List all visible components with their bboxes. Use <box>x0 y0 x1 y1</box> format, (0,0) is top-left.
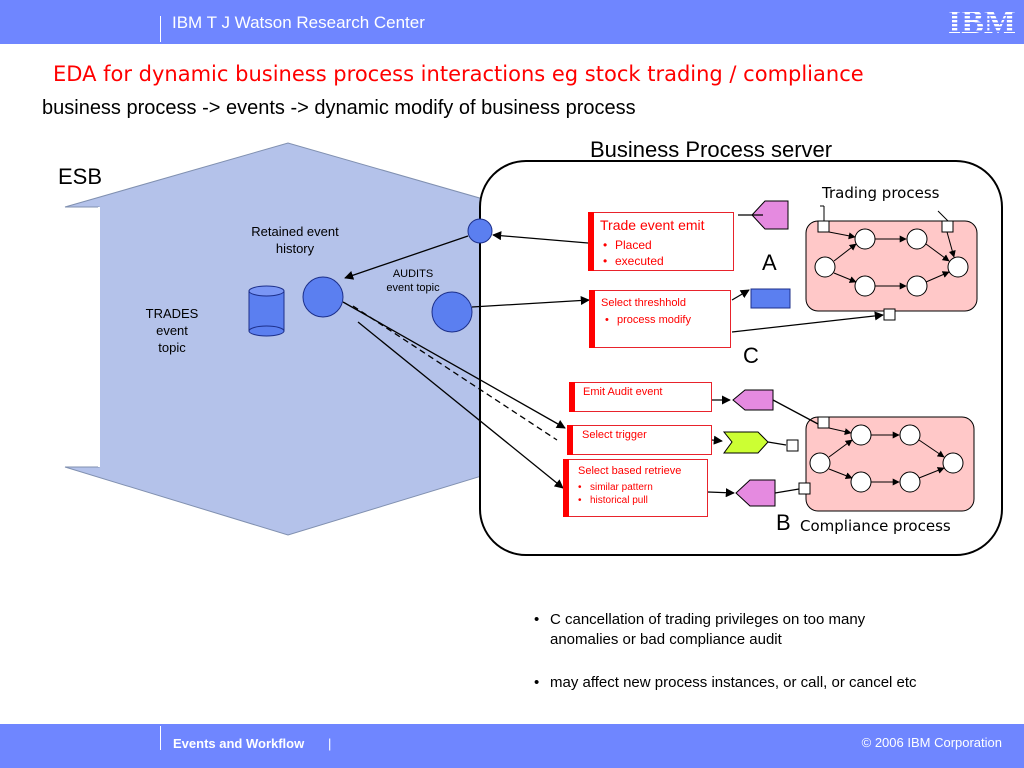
list-item: similar pattern <box>578 481 653 494</box>
retained-history-label: Retained event history <box>251 224 339 256</box>
esb-label: ESB <box>58 164 103 189</box>
bps-title: Business Process server <box>590 137 833 162</box>
retained-history-cylinder <box>248 285 285 337</box>
retrieve-event-shape <box>735 479 776 507</box>
header-bar: IBM T J Watson Research Center IBM <box>0 0 1024 44</box>
trade-event-shape <box>751 200 789 230</box>
list-item: process modify <box>605 313 691 327</box>
footer-divider <box>160 726 161 750</box>
select-retrieve-title: Select based retrieve <box>578 465 682 477</box>
emit-audit-title: Emit Audit event <box>583 386 663 398</box>
trading-process-label: Trading process <box>822 184 940 202</box>
compliance-process-label: Compliance process <box>800 517 951 535</box>
footer-bar: Events and Workflow | © 2006 IBM Corpora… <box>0 724 1024 768</box>
slide-title: EDA for dynamic business process interac… <box>53 62 864 86</box>
label-a: A <box>762 250 777 275</box>
list-item: Placed <box>603 237 664 253</box>
audits-topic-label: AUDITS event topic <box>386 268 440 294</box>
label-c: C <box>743 343 759 368</box>
list-item: historical pull <box>578 494 653 507</box>
trades-topic-node <box>302 276 344 318</box>
header-divider <box>160 16 161 42</box>
select-trigger-title: Select trigger <box>582 429 647 441</box>
list-item: executed <box>603 253 664 269</box>
footer-copyright: © 2006 IBM Corporation <box>861 735 1002 750</box>
audits-topic-node <box>431 291 473 333</box>
select-trigger-box: Select trigger <box>567 425 712 455</box>
audit-event-shape <box>732 389 774 411</box>
select-threshold-list: process modify <box>605 313 691 327</box>
select-threshold-box: Select threshhold process modify <box>589 290 731 348</box>
ibm-logo: IBM <box>948 4 1016 38</box>
select-retrieve-box: Select based retrieve similar pattern hi… <box>563 459 708 517</box>
select-threshold-title: Select threshhold <box>601 297 686 309</box>
slide-subtitle: business process -> events -> dynamic mo… <box>42 97 636 119</box>
bps-entry-node <box>467 218 493 244</box>
emit-audit-box: Emit Audit event <box>569 382 712 412</box>
label-b: B <box>776 510 791 535</box>
trigger-event-shape <box>722 431 769 454</box>
footer-separator: | <box>328 736 332 751</box>
select-retrieve-list: similar pattern historical pull <box>578 481 653 507</box>
header-title: IBM T J Watson Research Center <box>172 13 425 32</box>
threshold-event-shape <box>750 288 791 309</box>
svg-text:IBM: IBM <box>948 4 1016 38</box>
footer-section-label: Events and Workflow <box>173 736 305 751</box>
trade-event-emit-title: Trade event emit <box>600 217 705 233</box>
trade-event-emit-list: Placed executed <box>603 237 664 269</box>
trades-topic-label: TRADES event topic <box>145 306 199 355</box>
trade-event-emit-box: Trade event emit Placed executed <box>588 212 734 271</box>
